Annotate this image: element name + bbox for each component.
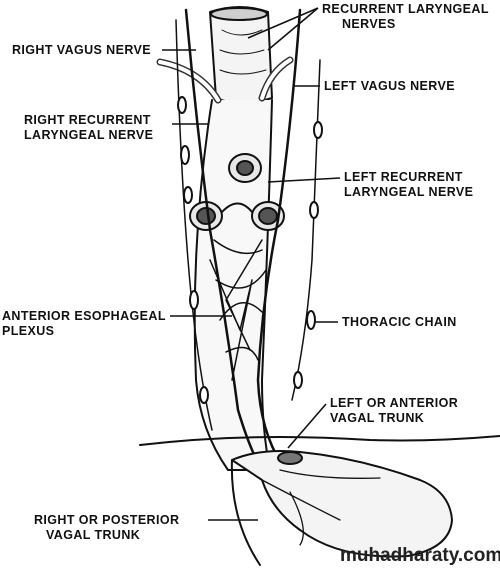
label-left-or-anterior-vagal-trunk: LEFT OR ANTERIOR VAGAL TRUNK [330,396,459,425]
label-right-or-posterior-vagal-trunk: RIGHT OR POSTERIOR VAGAL TRUNK [34,513,180,542]
leader-left-recurrent [267,177,341,183]
left-sympathetic-chain [291,59,321,401]
label-left-vagus-nerve: LEFT VAGUS NERVE [324,79,455,93]
esophagus [193,99,273,471]
trachea-opening [210,7,268,21]
label-left-recurrent-laryngeal-nerve: LEFT RECURRENT LARYNGEAL NERVE [344,170,474,199]
watermark: muhadharaty.com [340,545,500,566]
stomach [231,450,453,558]
label-right-recurrent-laryngeal-nerve: RIGHT RECURRENT LARYNGEAL NERVE [24,113,154,142]
leader-left-anterior-trunk [287,403,327,449]
label-right-vagus-nerve: RIGHT VAGUS NERVE [12,43,151,57]
plexus-network [209,239,267,381]
label-recurrent-laryngeal-nerves: RECURRENT LARYNGEAL NERVES [322,2,489,31]
label-thoracic-chain: THORACIC CHAIN [342,315,457,329]
left-vagus-trunk [256,8,302,467]
diaphragm [139,435,500,446]
leader-recurrent-laryngeal-nerves [247,7,319,51]
label-anterior-esophageal-plexus: ANTERIOR ESOPHAGEAL PLEXUS [2,309,166,338]
